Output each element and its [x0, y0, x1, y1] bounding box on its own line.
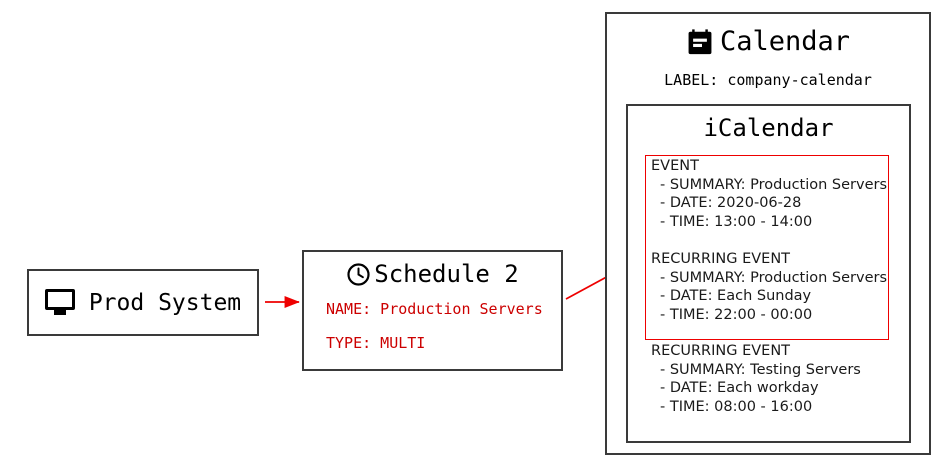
icalendar-title: iCalendar [703, 114, 834, 142]
event-heading: RECURRING EVENT [651, 343, 791, 359]
event-time: - TIME: 13:00 - 14:00 [660, 213, 813, 230]
prod-system-node[interactable]: Prod System [27, 269, 259, 336]
schedule-title: Schedule 2 [374, 260, 519, 288]
schedule-title-row: Schedule 2 [304, 260, 561, 288]
event-heading: RECURRING EVENT [651, 251, 791, 267]
icalendar-node[interactable]: iCalendar [626, 104, 911, 443]
event-highlight-box [645, 155, 889, 340]
event-time: - TIME: 22:00 - 00:00 [660, 306, 813, 323]
event-block: RECURRING EVENT - SUMMARY: Testing Serve… [651, 342, 861, 416]
prod-system-label: Prod System [88, 289, 242, 316]
clock-icon [347, 262, 370, 286]
event-heading: EVENT [651, 158, 699, 174]
event-time: - TIME: 08:00 - 16:00 [660, 398, 813, 415]
event-block: RECURRING EVENT - SUMMARY: Production Se… [651, 250, 887, 324]
calendar-label: LABEL: company-calendar [664, 71, 872, 89]
calendar-icon [688, 28, 712, 54]
prod-system-content: Prod System [29, 271, 257, 334]
monitor-icon [44, 289, 75, 316]
event-date: - DATE: Each workday [660, 380, 819, 397]
calendar-title: Calendar [719, 26, 851, 57]
schedule-property-type: TYPE: MULTI [326, 334, 426, 352]
event-date: - DATE: Each Sunday [660, 288, 812, 305]
event-summary: - SUMMARY: Production Servers [660, 269, 888, 286]
schedule-property-name: NAME: Production Servers [326, 300, 543, 318]
event-summary: - SUMMARY: Testing Servers [660, 361, 861, 378]
schedule-node[interactable]: Schedule 2 NAME: Production Servers TYPE… [302, 250, 563, 371]
event-date: - DATE: 2020-06-28 [660, 195, 802, 212]
calendar-title-row: Calendar [607, 26, 929, 57]
event-block: EVENT - SUMMARY: Production Servers - DA… [651, 157, 887, 231]
event-summary: - SUMMARY: Production Servers [660, 176, 888, 193]
